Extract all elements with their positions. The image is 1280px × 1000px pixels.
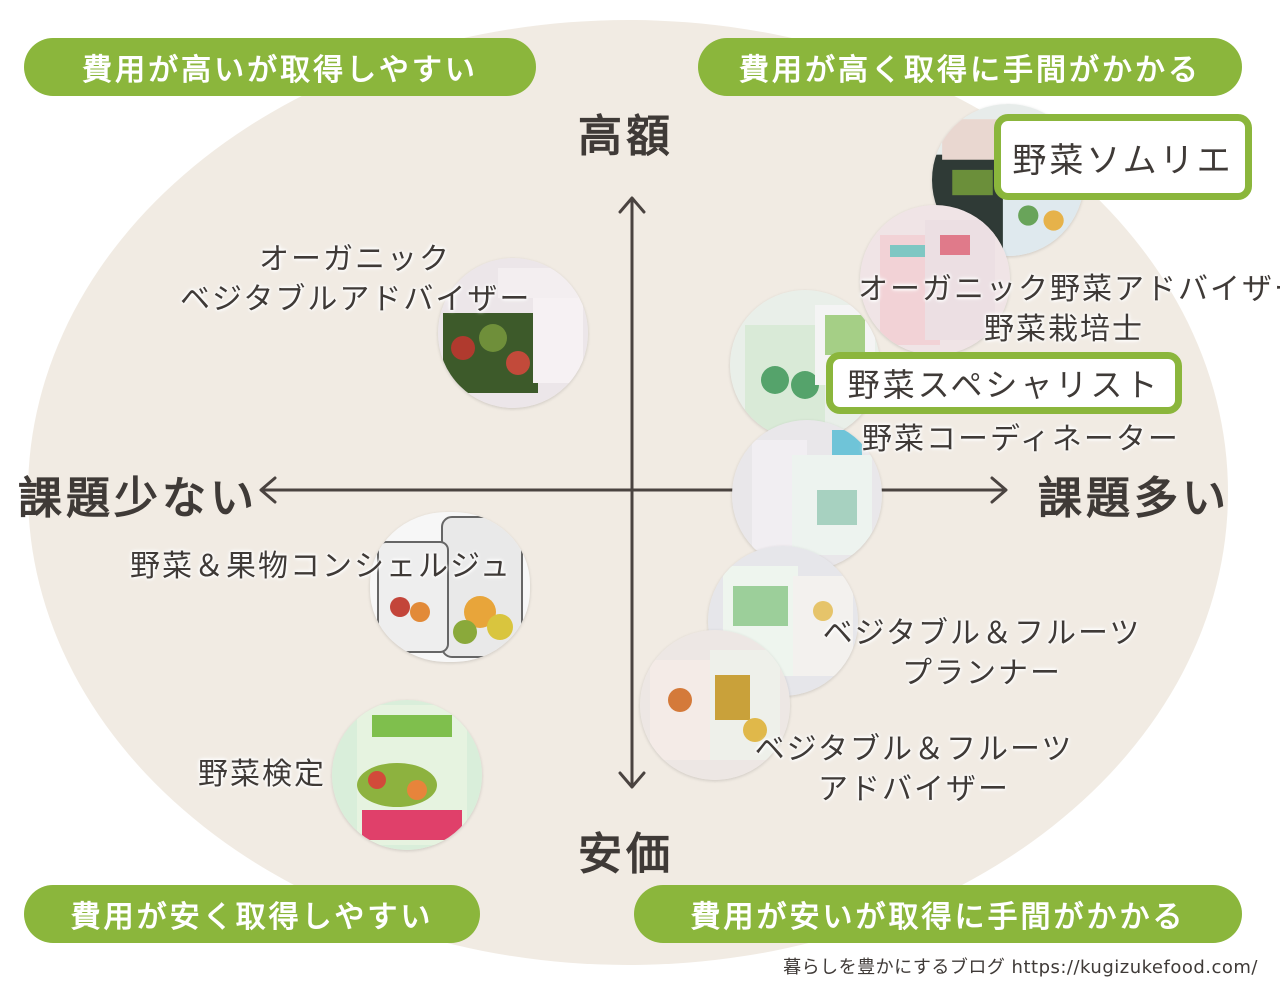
photo-organic-advisor-cultivator (860, 205, 1010, 355)
label-planner: ベジタブル＆フルーツ プランナー (812, 614, 1152, 694)
label-organic-advisor-cultivator: オーガニック野菜アドバイザー 野菜栽培士 (858, 270, 1280, 350)
photo-vegetable-kentei (332, 700, 482, 850)
footer-credit: 暮らしを豊かにするブログ https://kugizukefood.com/ (783, 957, 1258, 978)
arrow-left-icon (259, 476, 277, 504)
label-organic-advisor-line: オーガニック野菜アドバイザー (858, 272, 1280, 307)
corner-bottom-left: 費用が安く取得しやすい (24, 885, 480, 943)
photo-advisor (640, 630, 790, 780)
highlight-specialist: 野菜スペシャリスト (826, 352, 1182, 414)
label-advisor-line2: アドバイザー (818, 772, 1010, 807)
corner-bottom-right: 費用が安いが取得に手間がかかる (634, 885, 1242, 943)
arrow-up-icon (618, 196, 646, 214)
label-organic-vegetable-advisor-line2: ベジタブルアドバイザー (180, 282, 532, 317)
label-advisor: ベジタブル＆フルーツ アドバイザー (744, 730, 1084, 810)
label-organic-vegetable-advisor-line1: オーガニック (259, 242, 451, 277)
axis-label-left: 課題少ない (18, 473, 258, 524)
axis-label-bottom: 安価 (578, 829, 674, 880)
arrow-right-icon (990, 476, 1008, 504)
corner-top-left: 費用が高いが取得しやすい (24, 38, 536, 96)
label-planner-line2: プランナー (902, 656, 1062, 691)
photo-planner (708, 546, 858, 696)
photo-organic-vegetable-advisor (438, 258, 588, 408)
label-advisor-line1: ベジタブル＆フルーツ (754, 732, 1074, 767)
label-coordinator: 野菜コーディネーター (862, 422, 1180, 457)
label-cultivator-line: 野菜栽培士 (984, 312, 1144, 347)
label-planner-line1: ベジタブル＆フルーツ (822, 616, 1142, 651)
axis-label-right: 課題多い (1038, 473, 1230, 524)
photo-coordinator (732, 420, 882, 570)
label-organic-vegetable-advisor: オーガニック ベジタブルアドバイザー (180, 240, 530, 320)
label-vegetable-kentei: 野菜検定 (198, 757, 326, 792)
photo-fruit-concierge (370, 512, 530, 662)
label-fruit-concierge: 野菜＆果物コンシェルジュ (130, 549, 512, 584)
corner-top-right: 費用が高く取得に手間がかかる (698, 38, 1242, 96)
axis-label-top: 高額 (578, 111, 674, 162)
arrow-down-icon (618, 771, 646, 789)
highlight-sommelier: 野菜ソムリエ (994, 114, 1252, 200)
